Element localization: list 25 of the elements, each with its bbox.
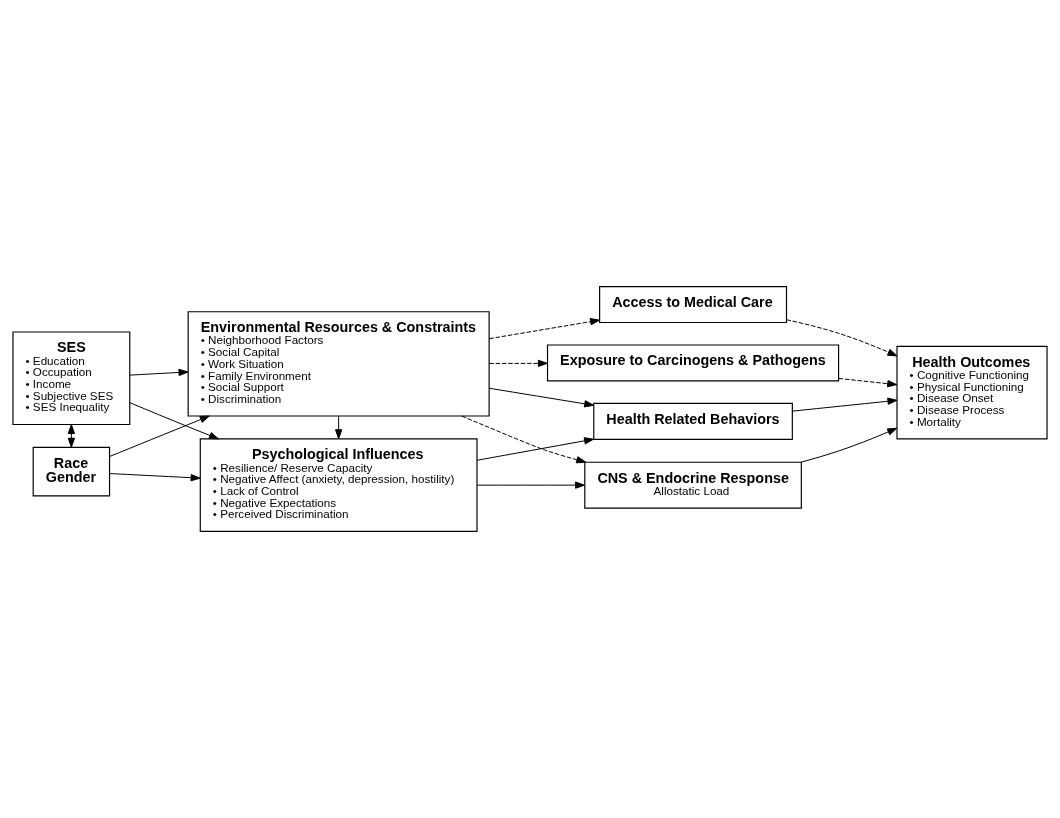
arrow — [129, 402, 219, 440]
arrow — [488, 318, 601, 340]
node-box: Psychological Influences • Resilience/ Reserve Capacity • Negative Affect (anxiety, depression, hostility) • Lack of Control • Negative Expectations • Perceived Discrimination — [199, 438, 478, 532]
arrow — [488, 387, 595, 408]
node-box: Environmental Resources & Constraints • Neighborhood Factors • Social Capital • Work Situation • Family Environment • Social Support • Discrimination — [187, 311, 490, 417]
node-box: Health Outcomes • Cognitive Functioning • Physical Functioning • Disease Onset • Disease Process • Mortality — [896, 345, 1048, 440]
node-box: Access to Medical Care — [599, 286, 788, 324]
arrow — [791, 397, 898, 412]
arrow — [476, 481, 586, 489]
arrow — [335, 415, 343, 440]
node-box: Race Gender — [32, 446, 111, 497]
node-box: SES • Education • Occupation • Income • Subjective SES • SES Inequality — [12, 331, 131, 426]
arrow — [476, 437, 595, 461]
node-box: Exposure to Carcinogens & Pathogens — [546, 344, 840, 382]
node-box: Health Related Behaviors — [593, 402, 793, 440]
arrow — [800, 427, 898, 463]
arrow — [109, 473, 201, 482]
arrow — [786, 319, 898, 357]
arrow — [129, 368, 189, 377]
arrow — [488, 359, 548, 367]
arrow — [461, 415, 587, 464]
arrow — [67, 424, 75, 448]
arrow — [838, 377, 898, 388]
arrow — [109, 415, 210, 457]
node-box: CNS & Endocrine Response Allostatic Load — [584, 461, 802, 509]
